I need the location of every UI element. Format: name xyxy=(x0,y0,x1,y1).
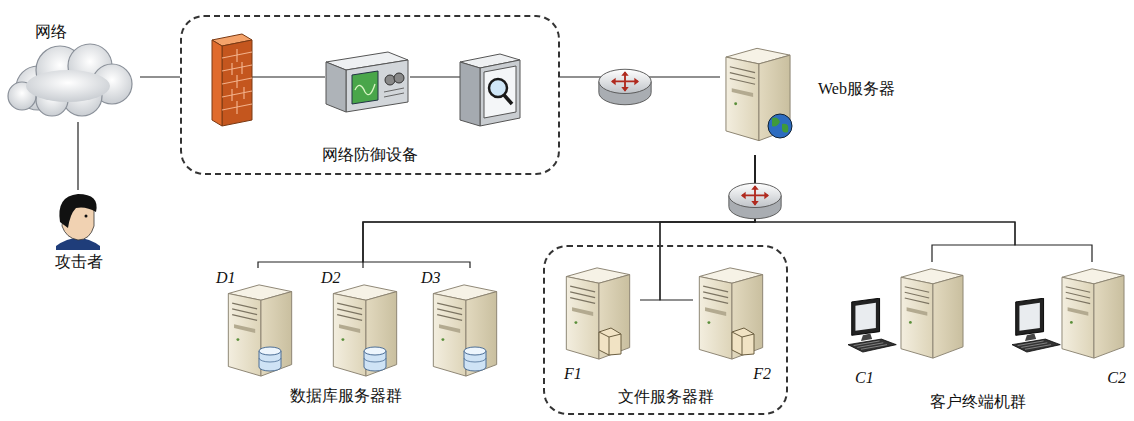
client-terminal: C2 xyxy=(1008,262,1128,387)
db-server: D3 xyxy=(417,268,509,380)
node-id-label: D3 xyxy=(421,268,441,287)
network-link xyxy=(78,122,79,190)
group-label: 数据库服务器群 xyxy=(290,386,402,405)
file-server: F2 xyxy=(693,262,773,387)
network-link xyxy=(755,155,1092,262)
ids-icon xyxy=(326,52,408,112)
node-label: 文件服务器群 xyxy=(545,387,786,406)
scanner-icon xyxy=(460,54,520,126)
firewall-icon xyxy=(212,34,252,126)
node-label: Web服务器 xyxy=(818,79,895,98)
node-id-label: D2 xyxy=(321,268,341,287)
node-id-label: D1 xyxy=(216,268,236,287)
node-id-label: F2 xyxy=(753,364,771,383)
cloud xyxy=(8,44,132,116)
network-link xyxy=(258,155,755,268)
node-label: 攻击者 xyxy=(55,252,103,271)
group-label: 客户终端机群 xyxy=(930,392,1026,411)
file-server-group: 文件服务器群 F1 F2 xyxy=(543,245,788,415)
node-label: 网络防御设备 xyxy=(182,145,558,164)
node-label: 网络 xyxy=(35,22,67,41)
network-link xyxy=(140,77,180,78)
attacker-figure xyxy=(56,194,100,250)
file-server: F1 xyxy=(560,262,640,387)
network-link xyxy=(363,155,755,268)
db-server: D2 xyxy=(317,268,409,380)
cloud-node: 网络 xyxy=(5,22,140,122)
client-terminal: C1 xyxy=(845,262,980,387)
node-id-label: F1 xyxy=(564,364,582,383)
node-id-label: C1 xyxy=(855,368,874,387)
defense-group: 网络防御设备 xyxy=(180,15,560,175)
network-link xyxy=(363,155,755,268)
node-id-label: C2 xyxy=(1107,368,1126,387)
globe-icon xyxy=(768,114,792,138)
network-link xyxy=(755,155,1015,262)
web-server: Web服务器 xyxy=(720,35,920,155)
db-server: D1 xyxy=(212,268,304,380)
attacker-node: 攻击者 xyxy=(35,190,125,275)
